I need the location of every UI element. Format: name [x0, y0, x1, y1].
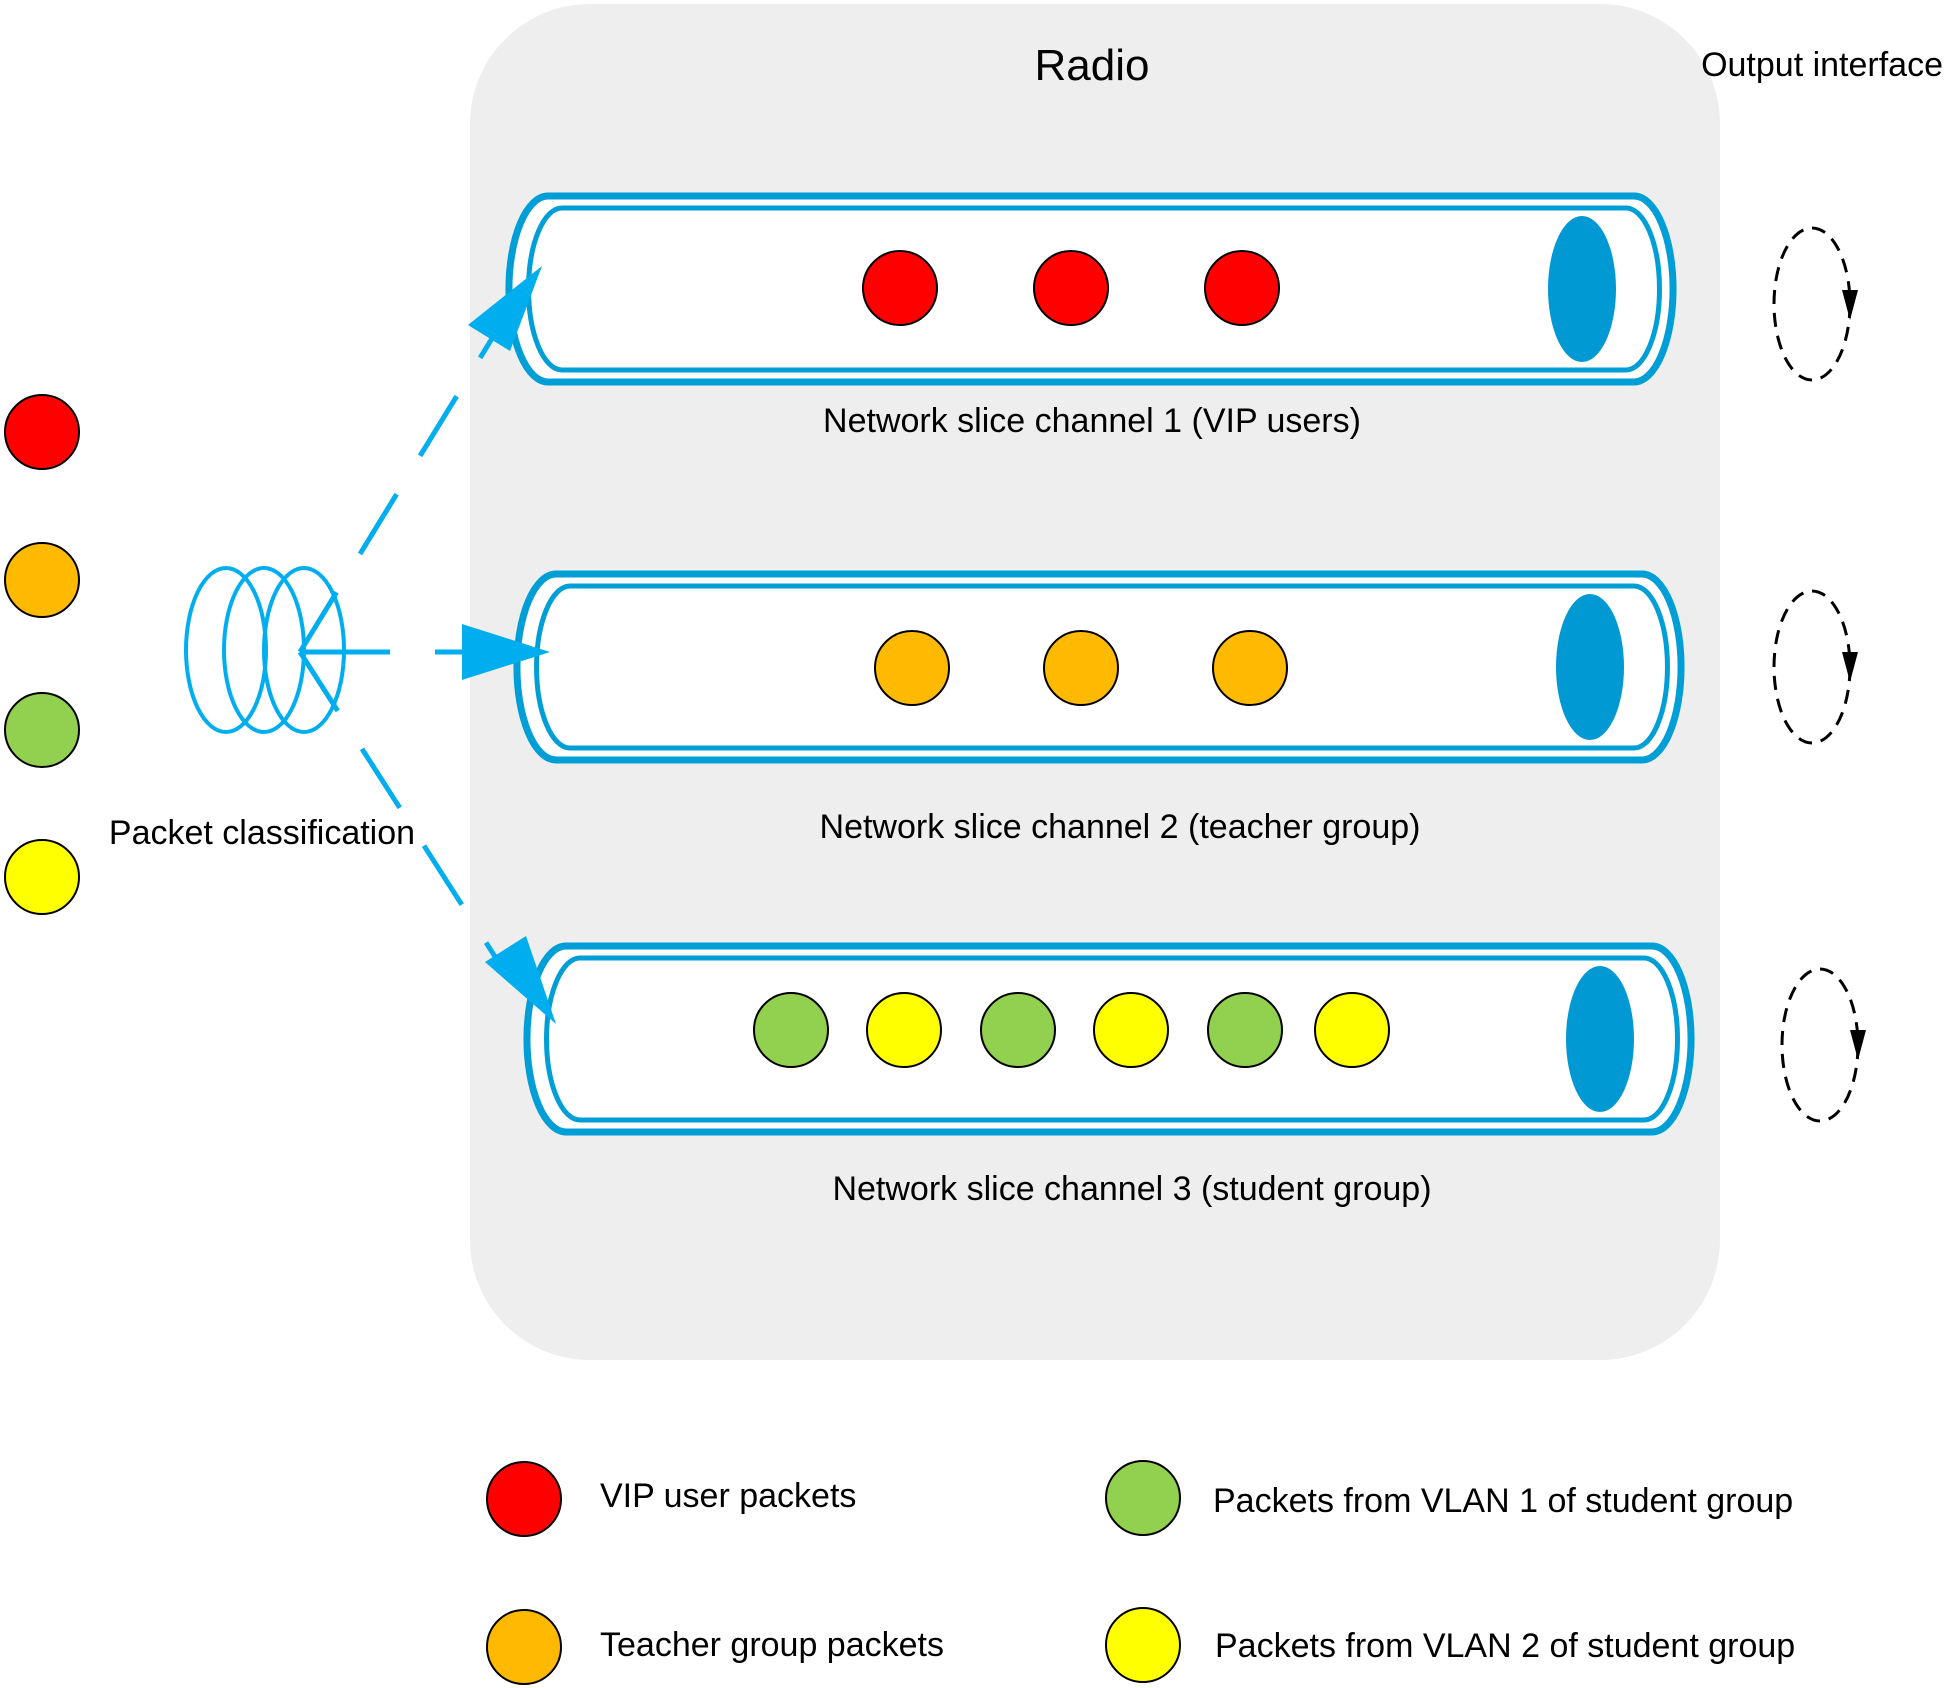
circular-arrow-icon [1780, 967, 1860, 1123]
channel-2-label: Network slice channel 2 (teacher group) [820, 808, 1421, 846]
arrow-to-channel-1 [297, 294, 521, 654]
pipe-inner-rim [544, 955, 1680, 1123]
scheduler-icons [1772, 226, 1860, 1123]
packet-vlan1 [980, 992, 1056, 1068]
output-interface-label: Output interface [1701, 46, 1943, 84]
packet-teacher [1212, 630, 1288, 706]
radio-title: Radio [1035, 41, 1150, 90]
packet-vip [1204, 250, 1280, 326]
antenna-coil-icon [184, 566, 388, 734]
packet-vlan1 [1207, 992, 1283, 1068]
channel-3-label: Network slice channel 3 (student group) [832, 1170, 1431, 1208]
packet-vip [1033, 250, 1109, 326]
packet-classification-label: Packet classification [109, 814, 415, 852]
legend-label-teacher: Teacher group packets [600, 1626, 944, 1664]
circular-arrow-icon [1772, 226, 1852, 382]
pipe-inner-rim [534, 583, 1670, 751]
incoming-packet-vlan1 [4, 692, 80, 768]
packet-vlan2 [1093, 992, 1169, 1068]
packet-dots [4, 250, 1390, 1068]
arrow-head-channel-3 [485, 936, 556, 1024]
packet-vlan2 [1314, 992, 1390, 1068]
legend-label-vip: VIP user packets [600, 1477, 856, 1515]
incoming-packet-vip [4, 394, 80, 470]
circular-arrow-icon [1772, 589, 1852, 745]
circular-arrow-head-icon [1842, 652, 1858, 682]
legend-swatch-vlan2 [1105, 1607, 1181, 1683]
packet-vlan1 [753, 992, 829, 1068]
incoming-packet-vlan2 [4, 839, 80, 915]
packet-vlan2 [866, 992, 942, 1068]
legend: VIP user packets Teacher group packets P… [486, 1460, 1795, 1685]
legend-swatch-teacher [486, 1609, 562, 1685]
circular-arrow-head-icon [1850, 1030, 1866, 1060]
legend-swatch-vip [486, 1461, 562, 1537]
legend-label-vlan2: Packets from VLAN 2 of student group [1215, 1627, 1795, 1665]
arrow-head-channel-1 [468, 266, 542, 351]
arrow-head-channel-2 [462, 624, 550, 680]
pipe-end-opening [1556, 594, 1624, 740]
pipe-end-opening [1548, 216, 1616, 362]
packet-teacher [874, 630, 950, 706]
pipe-inner-rim [526, 205, 1662, 373]
legend-label-vlan1: Packets from VLAN 1 of student group [1213, 1482, 1793, 1520]
pipe-end-opening [1566, 966, 1634, 1112]
circular-arrow-head-icon [1842, 290, 1858, 320]
packet-teacher [1043, 630, 1119, 706]
incoming-packet-teacher [4, 542, 80, 618]
packet-vip [862, 250, 938, 326]
legend-swatch-vlan1 [1105, 1460, 1181, 1536]
channel-1-label: Network slice channel 1 (VIP users) [823, 402, 1361, 440]
